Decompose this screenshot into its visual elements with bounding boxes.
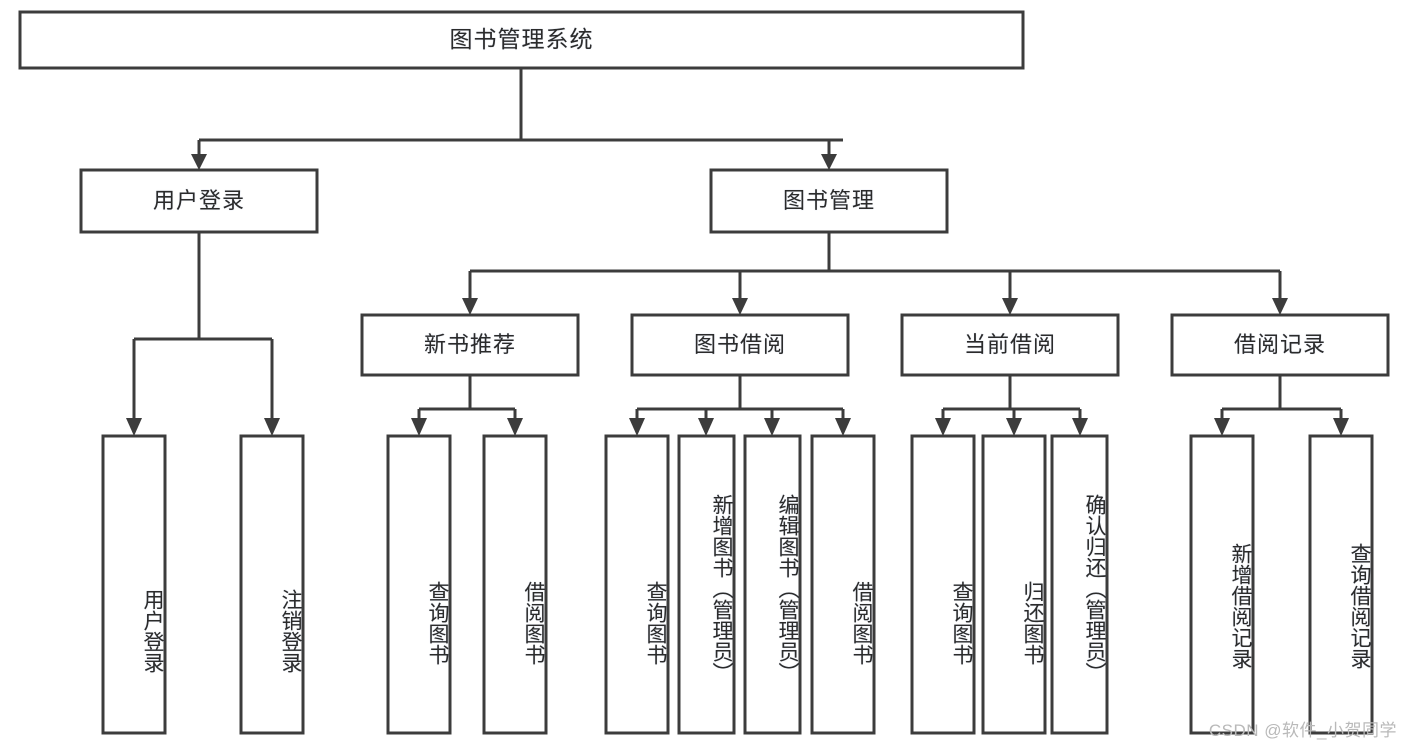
connector-group-book-borrow [629,375,851,436]
arrow-bm-to-new-book [462,298,478,315]
node-box-current-borrow[interactable] [900,313,1120,377]
connector-group-current-borrow [935,375,1088,436]
arrow-root-to-user-login [191,154,207,170]
arrow-bb-leaf-1 [629,418,645,436]
arrow-br-leaf-2 [1333,418,1349,436]
node-box-leaf-add-borrow-record[interactable] [1189,434,1255,735]
node-box-leaf-confirm-return-admin[interactable] [1050,434,1109,735]
node-box-new-book-recommend[interactable] [360,313,580,377]
node-box-book-borrow[interactable] [630,313,850,377]
node-box-leaf-add-book-admin[interactable] [677,434,736,735]
arrow-cb-leaf-2 [1006,418,1022,436]
node-box-leaf-query-book-borrow[interactable] [604,434,670,735]
node-box-leaf-query-book-current[interactable] [910,434,976,735]
arrow-user-login-leaf-1 [126,418,142,436]
connector-group-new-book-recommend [411,375,523,436]
arrow-bm-to-current-borrow [1002,298,1018,315]
node-box-book-management[interactable] [709,168,949,234]
arrow-bb-leaf-2 [698,418,714,436]
connector-group-root [191,68,843,170]
node-box-borrow-records[interactable] [1170,313,1390,377]
arrow-bm-to-book-borrow [732,298,748,315]
arrow-root-to-book-management [821,154,837,170]
arrow-bb-leaf-3 [764,418,780,436]
arrow-nbr-leaf-2 [507,418,523,436]
arrow-bm-to-borrow-records [1272,298,1288,315]
arrow-nbr-leaf-1 [411,418,427,436]
connector-group-user-login [126,232,280,436]
node-box-leaf-query-borrow-record[interactable] [1308,434,1374,735]
arrow-br-leaf-1 [1214,418,1230,436]
node-box-leaf-user-login[interactable] [101,434,167,735]
arrow-cb-leaf-1 [935,418,951,436]
node-box-root[interactable] [18,10,1025,70]
connector-group-borrow-records [1214,375,1349,436]
arrow-cb-leaf-3 [1072,418,1088,436]
node-box-leaf-edit-book-admin[interactable] [743,434,802,735]
connector-group-book-management [462,232,1288,315]
node-box-leaf-logout[interactable] [239,434,305,735]
node-box-leaf-query-book-new[interactable] [386,434,452,735]
node-box-user-login[interactable] [79,168,319,234]
arrow-user-login-leaf-2 [264,418,280,436]
node-box-leaf-borrow-book-new[interactable] [482,434,548,735]
arrow-bb-leaf-4 [835,418,851,436]
node-box-leaf-return-book[interactable] [981,434,1047,735]
node-box-leaf-borrow-book[interactable] [810,434,876,735]
